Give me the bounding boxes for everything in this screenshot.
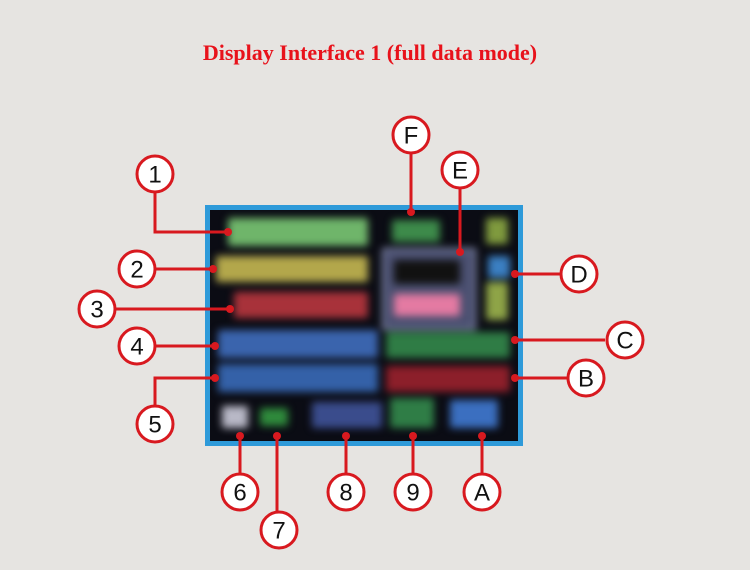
callout-circle-4 bbox=[117, 326, 157, 366]
callout-label-5: 5 bbox=[148, 412, 161, 439]
callout-label-8: 8 bbox=[339, 480, 352, 507]
callout-label-E: E bbox=[452, 158, 468, 185]
callout-circle-9 bbox=[393, 472, 433, 512]
callout-label-C: C bbox=[616, 328, 633, 355]
energy-readout bbox=[218, 364, 378, 392]
callout-label-A: A bbox=[474, 480, 490, 507]
current-readout bbox=[216, 256, 368, 282]
callout-circle-1 bbox=[135, 154, 175, 194]
side-indicator-1 bbox=[486, 218, 508, 244]
blurred-screen-content bbox=[210, 210, 518, 441]
callout-circle-F bbox=[391, 115, 431, 155]
bottom-icon-1 bbox=[222, 406, 248, 428]
diagram-title: Display Interface 1 (full data mode) bbox=[202, 40, 538, 65]
callout-circle-6 bbox=[220, 472, 260, 512]
callout-circle-D bbox=[559, 254, 599, 294]
red-status-cells bbox=[386, 366, 510, 392]
battery-level-dark bbox=[394, 260, 460, 284]
green-status-cells bbox=[386, 332, 510, 358]
battery-level-pink bbox=[394, 294, 460, 316]
callout-label-F: F bbox=[404, 123, 419, 150]
callout-circle-E bbox=[440, 150, 480, 190]
power-readout bbox=[234, 292, 368, 318]
bottom-icon-3 bbox=[312, 402, 382, 428]
callout-label-4: 4 bbox=[130, 334, 143, 361]
side-indicator-3 bbox=[486, 282, 508, 320]
bottom-icon-2 bbox=[260, 408, 288, 426]
bottom-icon-5 bbox=[450, 400, 498, 428]
device-screen bbox=[210, 210, 518, 441]
callout-circle-2 bbox=[117, 249, 157, 289]
callout-label-6: 6 bbox=[233, 480, 246, 507]
side-indicator-2 bbox=[488, 256, 510, 278]
callout-circle-7 bbox=[259, 510, 299, 550]
callout-label-9: 9 bbox=[406, 480, 419, 507]
capacity-readout bbox=[218, 330, 378, 358]
callout-label-D: D bbox=[570, 262, 587, 289]
callout-label-2: 2 bbox=[130, 257, 143, 284]
callout-label-B: B bbox=[578, 366, 594, 393]
status-readout bbox=[392, 220, 440, 242]
callout-circle-C bbox=[605, 320, 645, 360]
voltage-readout bbox=[228, 218, 368, 246]
callout-label-1: 1 bbox=[148, 162, 161, 189]
callout-circle-5 bbox=[135, 404, 175, 444]
callout-circle-3 bbox=[77, 289, 117, 329]
callout-circle-8 bbox=[326, 472, 366, 512]
device-screen-frame bbox=[205, 205, 523, 446]
callout-label-7: 7 bbox=[272, 518, 285, 545]
callout-label-3: 3 bbox=[90, 297, 103, 324]
callout-circle-A bbox=[462, 472, 502, 512]
callout-circle-B bbox=[566, 358, 606, 398]
bottom-icon-4 bbox=[390, 398, 434, 428]
